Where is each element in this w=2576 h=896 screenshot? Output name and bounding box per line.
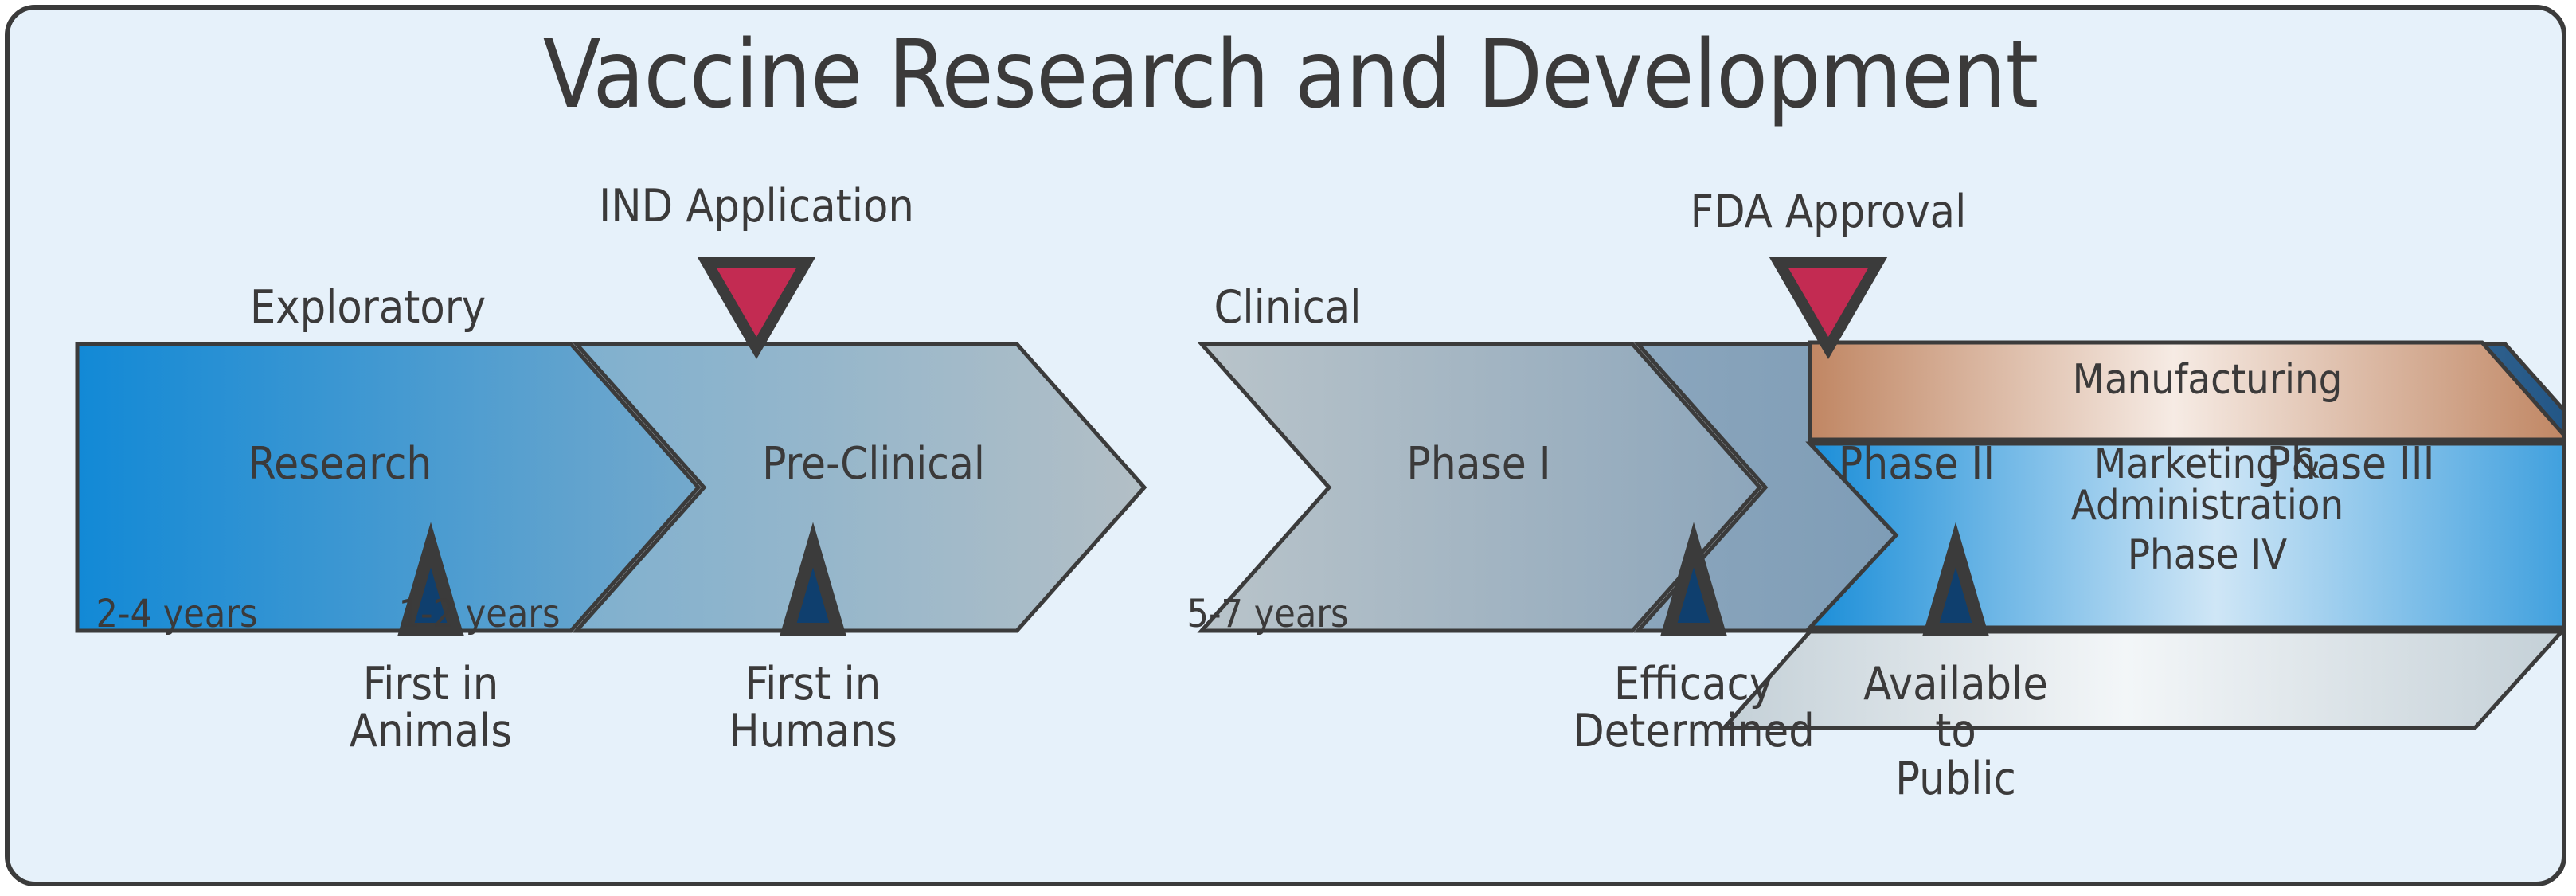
up-triangle-marker-available-to-public[interactable] xyxy=(1922,522,1989,636)
up-triangle-marker-first-in-humans[interactable] xyxy=(780,522,846,636)
up-triangle-marker-efficacy-determined[interactable] xyxy=(1660,522,1727,636)
stage-chevron-research[interactable] xyxy=(75,342,702,633)
stage-chevron-pre-clinical[interactable] xyxy=(572,342,1147,633)
vaccine-rd-timeline-graphic xyxy=(75,257,2566,730)
down-triangle-marker-fda-approval[interactable] xyxy=(1769,257,1888,359)
up-triangle-marker-first-in-animals[interactable] xyxy=(397,522,464,636)
band-chevron-phase-iv[interactable] xyxy=(1719,629,2562,730)
stage-chevron-phase-i[interactable] xyxy=(1197,342,1763,633)
page-title: Vaccine Research and Development xyxy=(542,19,2039,129)
down-triangle-marker-ind-application[interactable] xyxy=(697,257,816,359)
diagram-frame: Vaccine Research and Development Explora… xyxy=(5,5,2566,886)
diagram-stage: Vaccine Research and Development Explora… xyxy=(10,10,2566,882)
band-chevron-marketing-administration[interactable] xyxy=(1805,441,2566,630)
band-chevron-manufacturing[interactable] xyxy=(1808,340,2566,442)
